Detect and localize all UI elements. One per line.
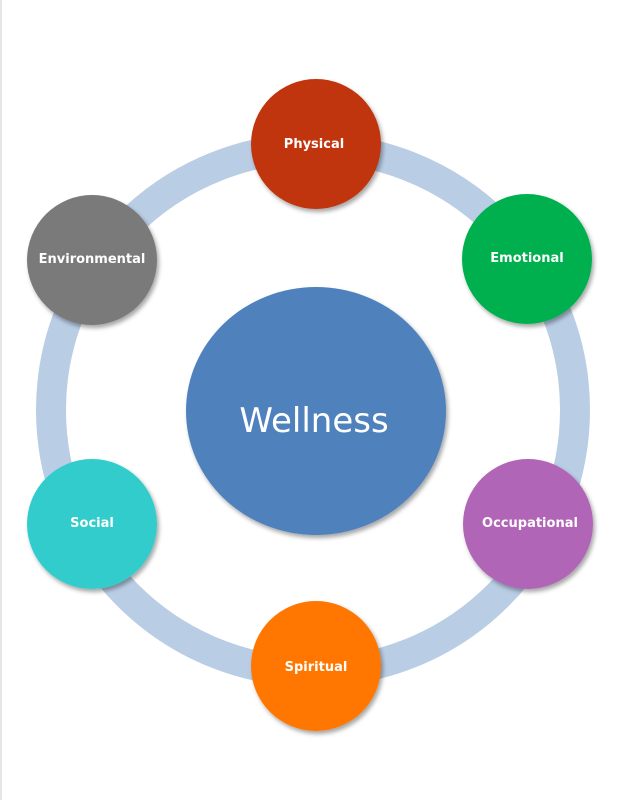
node-environmental-circle <box>27 195 157 325</box>
node-physical-label: Physical <box>284 137 344 152</box>
node-spiritual-label: Spiritual <box>285 660 348 675</box>
node-spiritual-circle <box>251 601 381 731</box>
node-occupational-circle <box>463 459 593 589</box>
center-circle <box>186 287 446 535</box>
node-emotional: Emotional <box>462 194 592 324</box>
page-edge <box>0 0 2 800</box>
node-occupational: Occupational <box>463 459 593 589</box>
node-emotional-label: Emotional <box>490 251 563 266</box>
node-environmental-label: Environmental <box>39 252 146 267</box>
node-social: Social <box>27 459 157 589</box>
node-spiritual: Spiritual <box>251 601 381 731</box>
center-node: Wellness <box>186 287 446 535</box>
node-social-circle <box>27 459 157 589</box>
center-label: Wellness <box>239 401 388 441</box>
node-physical-circle <box>251 79 381 209</box>
node-physical: Physical <box>251 79 381 209</box>
node-social-label: Social <box>70 516 114 531</box>
node-emotional-circle <box>462 194 592 324</box>
node-occupational-label: Occupational <box>482 516 578 531</box>
node-environmental: Environmental <box>27 195 157 325</box>
